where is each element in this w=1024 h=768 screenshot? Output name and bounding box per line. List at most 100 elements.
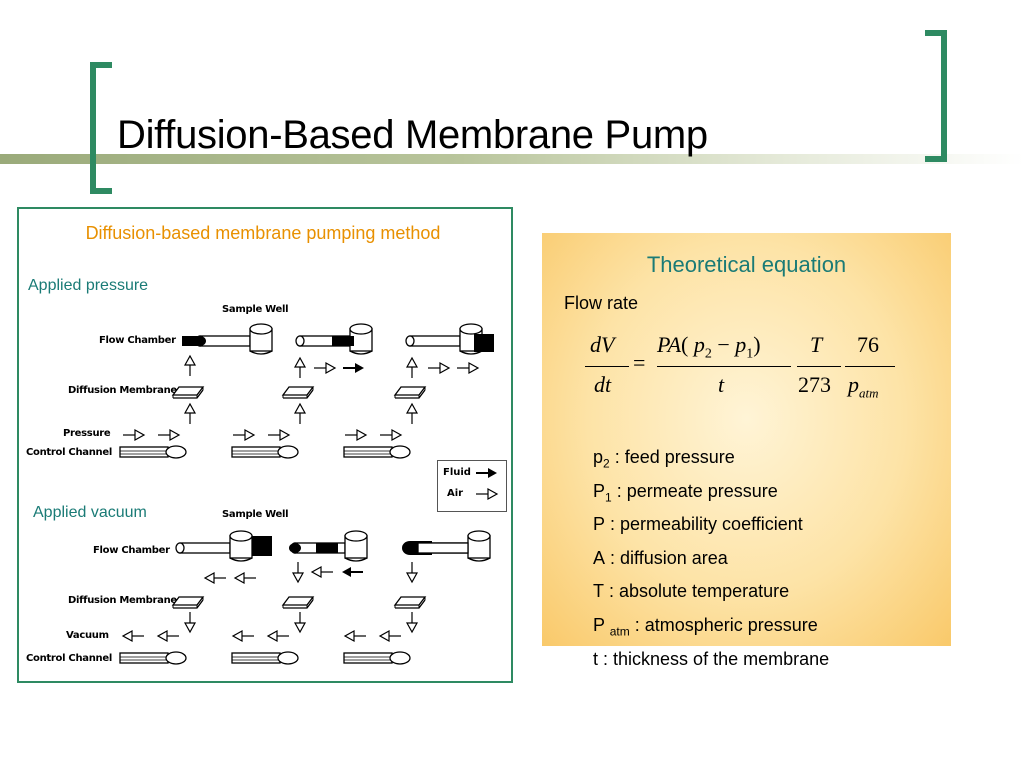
top-col3-air-right-1 — [427, 362, 450, 374]
definition-row: A : diffusion area — [593, 547, 728, 568]
top-col2-membrane — [282, 386, 314, 399]
bottom-col2-air-down-2 — [294, 611, 306, 633]
top-col2-air-right — [313, 362, 336, 374]
top-col3-air-right-1 — [344, 429, 367, 441]
sample-well-label-bottom: Sample Well — [222, 509, 289, 520]
bottom-col1-air-left-3 — [122, 630, 145, 642]
right-bracket-decoration — [925, 30, 947, 162]
top-col1-channel — [119, 445, 187, 459]
legend-air-arrow — [475, 488, 498, 500]
top-col3-air-up-1 — [406, 357, 418, 379]
definition-row: P1 : permeate pressure — [593, 480, 778, 505]
top-col2-air-right-2 — [267, 429, 290, 441]
flow-chamber-label-top: Flow Chamber — [99, 335, 176, 346]
bottom-col2-channel — [231, 651, 299, 665]
pressure-label: Pressure — [63, 428, 111, 439]
definition-row: t : thickness of the membrane — [593, 648, 830, 669]
bottom-col2-fluid-left — [341, 566, 364, 578]
top-col2-air-up-2 — [294, 403, 306, 425]
variable-definitions: p2 : feed pressure P1 : permeate pressur… — [593, 444, 829, 679]
bottom-col2-air-left-2 — [267, 630, 290, 642]
legend-air-label: Air — [447, 488, 464, 499]
legend-box — [437, 460, 507, 512]
definition-row: P atm : atmospheric pressure — [593, 614, 818, 639]
eq-bar-3 — [797, 366, 841, 367]
equation-panel — [542, 233, 951, 646]
bottom-col1-air-down — [184, 611, 196, 633]
eq-bar-4 — [845, 366, 895, 367]
eq-numerator: PA( p2 − p1) — [657, 332, 761, 362]
vacuum-label: Vacuum — [66, 630, 109, 641]
eq-PA: PA — [657, 332, 682, 357]
eq-p2: p — [693, 332, 705, 357]
top-col3-membrane — [394, 386, 426, 399]
bottom-col1-air-left-4 — [157, 630, 180, 642]
top-col3-air-right-2 — [456, 362, 479, 374]
legend-fluid-label: Fluid — [443, 467, 471, 478]
top-col2-air-up-1 — [294, 357, 306, 379]
eq-bar-1 — [585, 366, 629, 367]
top-col1-membrane — [172, 386, 204, 399]
control-channel-label-bottom: Control Channel — [26, 653, 112, 664]
flow-rate-equation: dV dt = PA( p2 − p1) t T 273 76 patm — [585, 330, 905, 410]
top-col3-air-up-2 — [406, 403, 418, 425]
left-bracket-decoration — [90, 62, 112, 194]
definition-row: T : absolute temperature — [593, 581, 790, 602]
applied-vacuum-label: Applied vacuum — [33, 504, 147, 521]
bottom-col1-air-left-2 — [234, 572, 257, 584]
top-col3-air-right-2 — [379, 429, 402, 441]
eq-dt: dt — [594, 372, 612, 397]
eq-patm: p — [848, 372, 859, 397]
eq-patm-sub: atm — [859, 385, 879, 401]
bottom-col1-air-left-1 — [204, 572, 227, 584]
top-col1-chamber — [182, 323, 273, 355]
top-col1-air-up-2 — [184, 403, 196, 425]
eq-p1: p — [735, 332, 747, 357]
bottom-col2-membrane — [282, 596, 314, 609]
diagram-panel — [17, 207, 513, 683]
top-col2-channel — [231, 445, 299, 459]
bottom-col3-chamber — [402, 530, 491, 562]
slide-title: Diffusion-Based Membrane Pump — [117, 113, 708, 157]
flow-rate-label: Flow rate — [564, 293, 639, 313]
bottom-col3-air-left-2 — [379, 630, 402, 642]
eq-76: 76 — [857, 332, 879, 357]
eq-p2-sub: 2 — [704, 346, 712, 362]
top-col1-air-right-1 — [122, 429, 145, 441]
eq-dV: dV — [590, 332, 615, 357]
legend-fluid-arrow — [475, 467, 498, 479]
diffusion-membrane-label-top: Diffusion Membrane — [68, 385, 177, 396]
bottom-col3-membrane — [394, 596, 426, 609]
bottom-col3-air-down-1 — [406, 561, 418, 583]
definition-row: p2 : feed pressure — [593, 447, 735, 471]
top-col1-air-right-2 — [157, 429, 180, 441]
title-accent-band — [0, 154, 1024, 164]
top-col2-fluid-right — [342, 362, 365, 374]
bottom-col1-channel — [119, 651, 187, 665]
bottom-col2-air-left-1 — [232, 630, 255, 642]
top-col2-chamber — [295, 323, 373, 355]
eq-p1-sub: 1 — [746, 346, 754, 362]
bottom-col3-air-left-1 — [344, 630, 367, 642]
equation-heading: Theoretical equation — [646, 252, 847, 277]
flow-chamber-label-bottom: Flow Chamber — [93, 545, 170, 556]
sample-well-label-top: Sample Well — [222, 304, 289, 315]
eq-t: t — [718, 372, 725, 397]
top-col3-chamber — [405, 323, 494, 355]
definition-row: P : permeability coefficient — [593, 514, 803, 535]
top-col3-channel — [343, 445, 411, 459]
eq-equals: = — [633, 350, 646, 375]
diffusion-membrane-label-bottom: Diffusion Membrane — [68, 595, 177, 606]
diagram-title: Diffusion-based membrane pumping method — [85, 223, 441, 243]
top-col2-air-right-1 — [232, 429, 255, 441]
bottom-col2-air-left — [311, 566, 334, 578]
applied-pressure-label: Applied pressure — [28, 277, 149, 294]
eq-minus: − — [717, 332, 730, 357]
bottom-col2-air-down-1 — [292, 561, 304, 583]
bottom-col2-chamber — [289, 530, 368, 562]
bottom-col3-channel — [343, 651, 411, 665]
bottom-col1-membrane — [172, 596, 204, 609]
bottom-col3-air-down-2 — [406, 611, 418, 633]
eq-273: 273 — [798, 372, 831, 397]
